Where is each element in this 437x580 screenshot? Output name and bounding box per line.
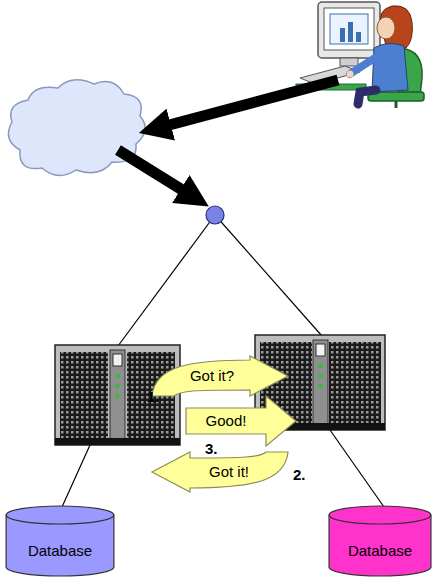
network-line bbox=[62, 445, 90, 507]
network-line bbox=[118, 215, 215, 346]
node-text: Good! bbox=[206, 412, 247, 429]
callout-number: 2. bbox=[293, 466, 306, 483]
database-cylinder: Database bbox=[328, 505, 432, 577]
reply-arrow: Got it! bbox=[150, 452, 290, 492]
database-cylinder: Database bbox=[5, 505, 115, 577]
callout-number: 3. bbox=[205, 440, 218, 457]
callout-number: 1. bbox=[147, 388, 160, 405]
network-cloud bbox=[8, 80, 145, 176]
node-text: Got it? bbox=[190, 367, 234, 384]
node-text: Database bbox=[348, 542, 412, 559]
flow-arrow bbox=[158, 80, 338, 128]
user-at-computer bbox=[296, 2, 424, 108]
request-arrow: Got it? bbox=[150, 356, 290, 396]
confirm-arrow: Good! bbox=[186, 396, 296, 446]
network-line bbox=[215, 215, 322, 336]
flow-arrow bbox=[118, 150, 192, 196]
node-text: Got it! bbox=[209, 463, 249, 480]
shape-outline bbox=[328, 505, 432, 577]
shape-outline bbox=[5, 505, 115, 577]
switch-dot bbox=[206, 206, 224, 224]
network-line bbox=[330, 430, 384, 507]
node-text: Database bbox=[28, 542, 92, 559]
